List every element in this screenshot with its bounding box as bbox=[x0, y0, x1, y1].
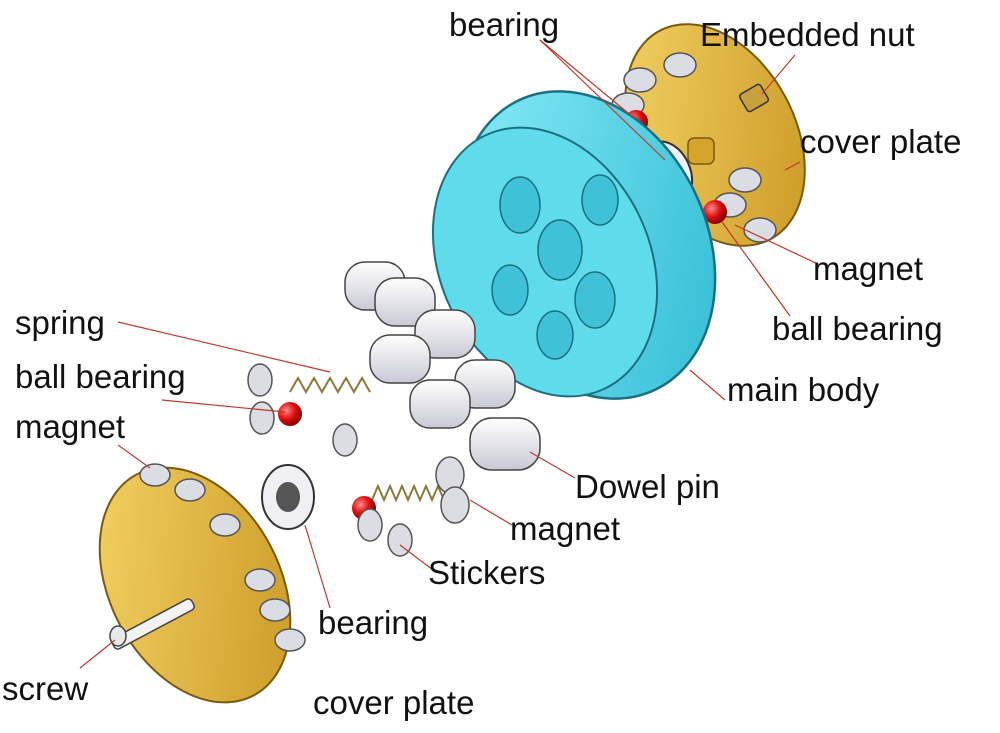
bearing-bottom-part bbox=[261, 464, 315, 530]
label-ball-bearing-right: ball bearing bbox=[772, 310, 943, 347]
cover-plate-bottom-part bbox=[98, 463, 306, 704]
leader-lines bbox=[79, 39, 821, 669]
magnets-left-part bbox=[247, 363, 470, 557]
spring-right-part bbox=[371, 483, 445, 503]
label-spring: spring bbox=[15, 304, 105, 341]
label-bearing-bottom: bearing bbox=[318, 604, 429, 641]
label-embedded-nut: Embedded nut bbox=[700, 16, 915, 53]
label-magnet-left: magnet bbox=[15, 408, 126, 445]
label-magnet-mid: magnet bbox=[510, 510, 621, 547]
label-stickers: Stickers bbox=[428, 554, 546, 591]
label-main-body: main body bbox=[727, 371, 880, 408]
label-dowel-pin: Dowel pin bbox=[575, 468, 720, 505]
spring-left-part bbox=[289, 375, 371, 395]
ball-bearing-left-a bbox=[278, 402, 302, 426]
label-magnet-right: magnet bbox=[813, 250, 924, 287]
main-body-part bbox=[431, 90, 717, 400]
label-ball-bearing-left: ball bearing bbox=[15, 358, 186, 395]
label-cover-plate-top: cover plate bbox=[800, 123, 962, 160]
label-bearing-top: bearing bbox=[449, 6, 560, 43]
label-screw: screw bbox=[2, 670, 89, 707]
label-cover-plate-bottom: cover plate bbox=[313, 684, 475, 721]
screw-part bbox=[109, 598, 195, 650]
dowel-pins-part bbox=[344, 261, 541, 471]
ball-bearing-top-b bbox=[703, 200, 727, 224]
